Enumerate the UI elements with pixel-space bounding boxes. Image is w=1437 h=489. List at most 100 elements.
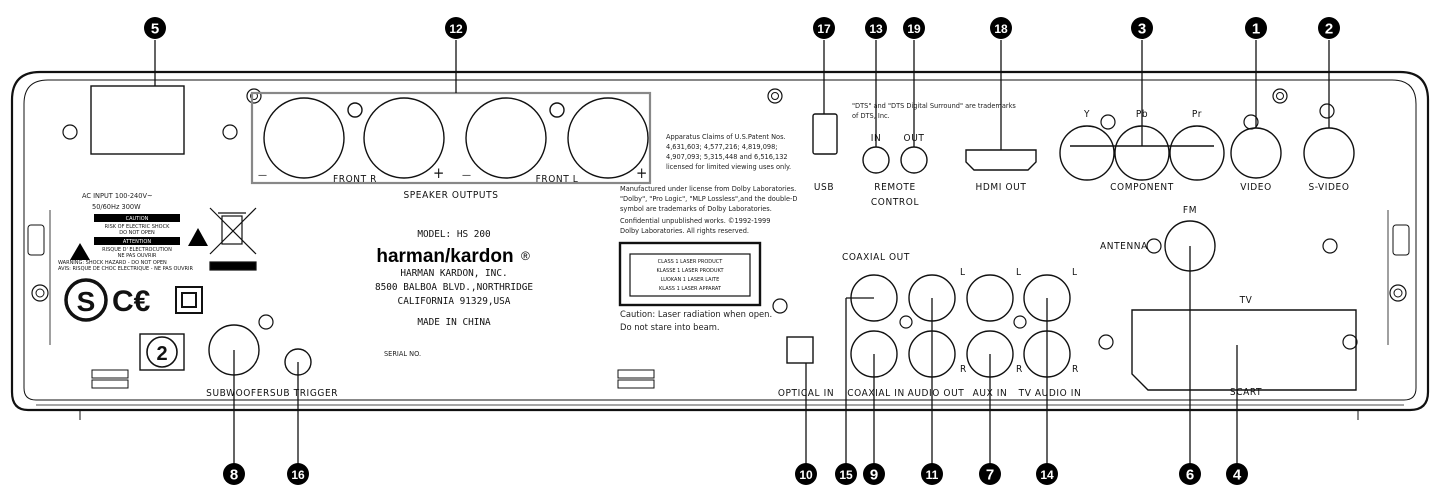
video-jack[interactable]: [1230, 127, 1282, 179]
audio-out-r-mark: R: [960, 364, 967, 375]
tv-label: TV: [1239, 295, 1253, 306]
svg-text:19: 19: [907, 22, 921, 36]
svg-text:11: 11: [926, 468, 939, 482]
svg-text:9: 9: [870, 467, 878, 484]
front-r-label: FRONT R: [333, 174, 377, 185]
brand-reg-mark: ®: [521, 249, 530, 263]
s-video-jack[interactable]: [1303, 127, 1355, 179]
callout-14-marker: 14: [1036, 463, 1058, 485]
svg-text:S: S: [77, 286, 96, 317]
license-notes: Apparatus Claims of U.S.Patent Nos. 4,63…: [620, 102, 1016, 235]
speaker-front-r-minus-terminal[interactable]: [263, 97, 345, 179]
serial-label: SERIAL NO.: [384, 350, 421, 358]
front-r-plus-sign: +: [433, 164, 445, 182]
callout-4-marker: 4: [1226, 463, 1248, 485]
caution-label: CAUTION RISK OF ELECTRIC SHOCK DO NOT OP…: [58, 214, 208, 272]
front-r-minus-sign: —: [258, 170, 268, 181]
svg-text:13: 13: [869, 22, 883, 36]
coaxial-in-label: COAXIAL IN: [847, 388, 905, 399]
attention-line2: NE PAS OUVRIR: [118, 253, 157, 259]
tv-audio-in-r-mark: R: [1072, 364, 1079, 375]
svg-text:4: 4: [1233, 467, 1242, 484]
audio-out-label: AUDIO OUT: [908, 388, 965, 399]
hdmi-out-port[interactable]: [965, 149, 1037, 171]
callout-2-marker: 2: [1318, 17, 1340, 39]
front-l-label: FRONT L: [536, 174, 579, 185]
callout-leaders: [154, 40, 1330, 465]
front-l-plus-sign: +: [636, 164, 648, 182]
callout-3-marker: 3: [1131, 17, 1153, 39]
svg-text:KLASS 1 LASER APPARAT: KLASS 1 LASER APPARAT: [659, 286, 722, 292]
component-y-jack[interactable]: [1059, 125, 1115, 181]
chassis: [10, 70, 1430, 420]
aux-in-l-mark: L: [1016, 267, 1022, 278]
svg-text:17: 17: [817, 22, 831, 36]
laser-caution-line1: Caution: Laser radiation when open.: [620, 309, 772, 319]
callout-17-marker: 17: [813, 17, 835, 39]
speaker-outputs-label: SPEAKER OUTPUTS: [403, 190, 498, 201]
svg-text:15: 15: [839, 468, 853, 482]
s-video-label: S-VIDEO: [1308, 182, 1349, 193]
warning-line1: WARNING: SHOCK HAZARD - DO NOT OPEN: [58, 260, 167, 266]
svg-text:1: 1: [1252, 21, 1260, 38]
callout-12-marker: 12: [445, 17, 467, 39]
video-label: VIDEO: [1240, 182, 1272, 193]
speaker-front-l-plus-terminal[interactable]: [567, 97, 649, 179]
svg-text:4,907,093; 5,315,448 and 6,516: 4,907,093; 5,315,448 and 6,516,132: [666, 153, 788, 161]
svg-text:"DTS" and "DTS Digital Surroun: "DTS" and "DTS Digital Surround" are tra…: [852, 102, 1016, 110]
audio-out-l-mark: L: [960, 267, 966, 278]
coaxial-out-label: COAXIAL OUT: [842, 252, 910, 263]
model-label: MODEL: HS 200: [417, 229, 491, 240]
optical-in-port[interactable]: [786, 336, 814, 364]
attention-title: ATTENTION: [123, 239, 151, 245]
callout-5-marker: 5: [144, 17, 166, 39]
usb-port[interactable]: [812, 113, 838, 155]
svg-text:14: 14: [1040, 468, 1054, 482]
ac-power-inlet[interactable]: [90, 85, 185, 155]
company-label: HARMAN KARDON, INC.: [400, 268, 507, 279]
aux-in-l-jack[interactable]: [966, 274, 1014, 322]
scart-tv-port[interactable]: [1131, 309, 1357, 391]
svg-text:5: 5: [151, 21, 159, 38]
sub-trigger-label: SUB TRIGGER: [270, 388, 338, 399]
callout-9-marker: 9: [863, 463, 885, 485]
fm-label: FM: [1183, 205, 1197, 216]
scart-label: SCART: [1230, 387, 1262, 398]
caution-line1: RISK OF ELECTRIC SHOCK: [105, 224, 170, 230]
antenna-ground-terminal[interactable]: [1146, 238, 1162, 254]
remote-in-jack[interactable]: [862, 146, 890, 174]
remote-control-label-2: CONTROL: [871, 197, 919, 208]
speaker-front-l-minus-terminal[interactable]: [465, 97, 547, 179]
aux-in-r-mark: R: [1016, 364, 1023, 375]
callout-19-marker: 19: [903, 17, 925, 39]
weee-bin-icon: [209, 207, 257, 271]
ac-input-label: AC INPUT 100-240V~: [82, 192, 152, 200]
svg-text:Apparatus Claims of U.S.Patent: Apparatus Claims of U.S.Patent Nos.: [666, 133, 786, 141]
ce-mark-icon: C€: [112, 285, 151, 318]
remote-out-jack[interactable]: [900, 146, 928, 174]
speaker-front-r-plus-terminal[interactable]: [363, 97, 445, 179]
laser-caution-line2: Do not stare into beam.: [620, 322, 720, 332]
dvd-region-icon: 2: [139, 333, 185, 371]
component-label: COMPONENT: [1110, 182, 1174, 193]
front-l-minus-sign: —: [462, 170, 472, 181]
usb-label: USB: [814, 182, 834, 193]
svg-text:licensed for limited viewing u: licensed for limited viewing uses only.: [666, 163, 791, 171]
component-pr-jack[interactable]: [1169, 125, 1225, 181]
svg-text:of DTS, Inc.: of DTS, Inc.: [852, 112, 890, 120]
hdmi-out-label: HDMI OUT: [976, 182, 1027, 193]
double-insulation-icon: [175, 286, 203, 314]
laser-product-label: CLASS 1 LASER PRODUCT KLASSE 1 LASER PRO…: [618, 241, 762, 307]
callout-11-marker: 11: [921, 463, 943, 485]
speaker-outputs-panel: [250, 91, 652, 185]
svg-text:2: 2: [156, 343, 167, 365]
svg-text:Manufactured under license fro: Manufactured under license from Dolby La…: [620, 185, 796, 193]
made-in-label: MADE IN CHINA: [417, 317, 491, 328]
svg-text:10: 10: [799, 468, 813, 482]
caution-title: CAUTION: [126, 216, 149, 222]
callout-8-marker: 8: [223, 463, 245, 485]
warning-line2: AVIS: RISQUE DE CHOC ELECTRIQUE - NE PAS…: [58, 266, 193, 272]
callout-13-marker: 13: [865, 17, 887, 39]
svg-text:2: 2: [1325, 21, 1333, 38]
